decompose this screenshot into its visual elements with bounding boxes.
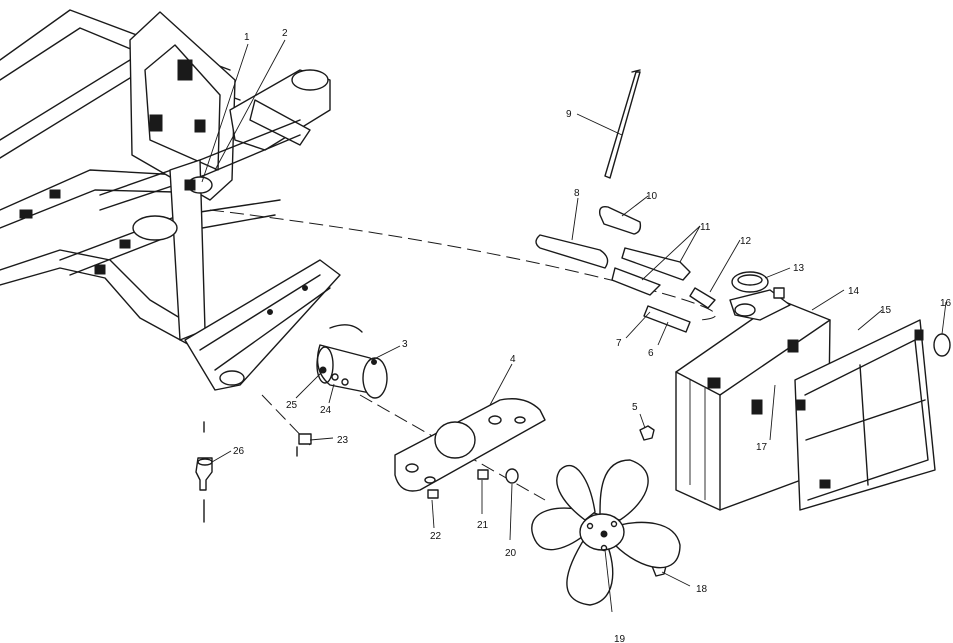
callout-9: 9 — [566, 109, 572, 120]
callout-25: 25 — [286, 400, 298, 411]
assembly-centerline — [209, 209, 717, 321]
callout-13: 13 — [793, 263, 805, 274]
callout-4: 4 — [510, 354, 516, 365]
callout-14: 14 — [848, 286, 860, 297]
callout-3: 3 — [402, 339, 408, 350]
callout-5: 5 — [632, 402, 638, 413]
fan-motor — [316, 324, 388, 399]
fasteners — [296, 425, 667, 577]
callout-20: 20 — [505, 548, 517, 559]
callout-22: 22 — [430, 531, 442, 542]
callout-6: 6 — [648, 348, 654, 359]
o-ring — [933, 333, 951, 357]
radiator-shroud — [794, 319, 936, 511]
motor-mount-plate — [394, 398, 546, 492]
radiator-hoses — [535, 69, 769, 333]
callout-11: 11 — [700, 222, 711, 233]
callout-26: 26 — [233, 446, 245, 457]
callout-18: 18 — [696, 584, 708, 595]
callout-2: 2 — [282, 28, 288, 39]
callout-16: 16 — [940, 298, 952, 309]
frame-assembly — [0, 9, 341, 391]
callout-24: 24 — [320, 405, 332, 416]
callout-10: 10 — [646, 191, 658, 202]
callout-7: 7 — [616, 338, 622, 349]
temp-switch — [195, 421, 213, 523]
callout-19: 19 — [614, 634, 626, 643]
cooling-fan — [531, 459, 681, 606]
callout-12: 12 — [740, 236, 752, 247]
callout-1: 1 — [244, 32, 250, 43]
callout-8: 8 — [574, 188, 580, 199]
callout-15: 15 — [880, 305, 892, 316]
callout-21: 21 — [477, 520, 489, 531]
callout-23: 23 — [337, 435, 349, 446]
fastener-line — [261, 394, 311, 446]
leader-lines — [201, 39, 947, 613]
callout-17: 17 — [756, 442, 768, 453]
